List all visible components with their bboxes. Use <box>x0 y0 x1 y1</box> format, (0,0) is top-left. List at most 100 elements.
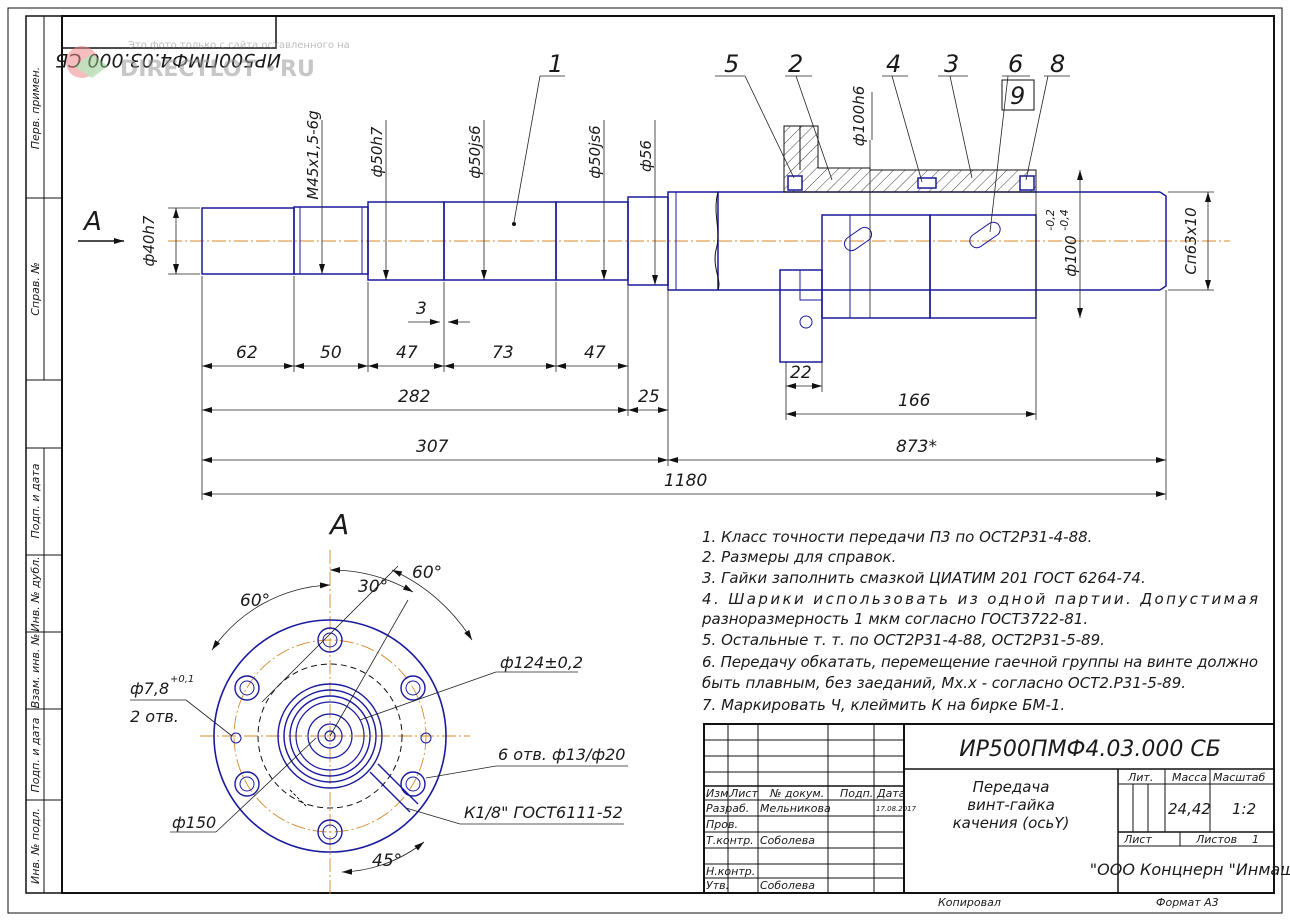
dim-22: 22 <box>790 363 812 383</box>
approve-name: Соболева <box>760 879 815 892</box>
bolt-hole <box>400 771 426 797</box>
dev-name: Мельникова <box>760 802 831 815</box>
bolt-hole <box>234 771 260 797</box>
callout-9: 9 <box>1010 82 1025 110</box>
callout-5: 5 <box>724 50 739 78</box>
role-dev: Разраб. <box>706 802 749 815</box>
mirrored-code: ИР500ПМФ4.03.000 СБ <box>55 49 281 71</box>
watermark-tld: RU <box>280 57 315 82</box>
dim-282: 282 <box>398 387 430 407</box>
note-line: 5. Остальные т. т. по ОСТ2Р31-4-88, ОСТ2… <box>702 631 1105 649</box>
hdr-sign: Подп. <box>840 787 873 800</box>
dim-d150: ф150 <box>172 813 216 832</box>
title-block: Изм. Лист № докум. Подп. Дата Разраб. Ме… <box>703 723 1290 909</box>
dim-d100-upper: -0,2 <box>1044 209 1057 230</box>
stamp-label: Инв. № дубл. <box>29 556 42 631</box>
dim-166: 166 <box>898 391 931 411</box>
dim-hole78: ф7,8 <box>130 679 169 698</box>
dim-d100: ф100 <box>1062 235 1080 276</box>
stamp-label: Перв. примен. <box>29 67 42 150</box>
keyway-slot <box>969 221 1001 249</box>
callout-1: 1 <box>548 50 563 78</box>
dim-d50js6: ф50js6 <box>466 125 484 178</box>
dim-307: 307 <box>416 437 449 457</box>
dim-47: 47 <box>396 343 418 363</box>
dim-873: 873* <box>896 437 937 457</box>
length-dims: 62 50 47 73 47 3 282 25 307 873* 1180 22 <box>201 276 1167 500</box>
note-line: 1. Класс точности передачи П3 по ОСТ2Р31… <box>702 528 1092 546</box>
note-line: 4. Шарики использовать из одной партии. … <box>702 590 1258 608</box>
role-ncontrol: Н.контр. <box>706 865 755 878</box>
nut-body-2 <box>929 214 1037 319</box>
mirrored-code-box: ИР500ПМФ4.03.000 СБ <box>55 15 281 71</box>
watermark-caption: Это фото только с сайта оставленного на <box>128 40 350 51</box>
scale-header: Масштаб <box>1213 771 1265 784</box>
side-stamp: Перв. примен. Справ. № Подп. и дата Инв.… <box>25 15 63 894</box>
dim-d100h6: ф100h6 <box>850 86 868 147</box>
note-line: разноразмерность 1 мкм согласно ГОСТ3722… <box>701 610 1088 628</box>
note-line: 2. Размеры для справок. <box>702 548 896 566</box>
shaft-view: 1 5 2 4 3 6 8 9 А <box>78 50 1230 500</box>
hdr-doc: № докум. <box>769 787 824 800</box>
note-line: 7. Маркировать Ч, клеймить К на бирке БМ… <box>702 696 1065 714</box>
stamp-label: Подп. и дата <box>29 463 42 538</box>
dim-73: 73 <box>492 343 514 363</box>
stamp-label: Справ. № <box>29 262 42 316</box>
note-line: быть плавным, без заеданий, Мх.х - согла… <box>702 674 1186 692</box>
format-label: Формат А3 <box>1156 896 1219 909</box>
designation: ИР500ПМФ4.03.000 СБ <box>959 737 1221 762</box>
dim-fitting: К1/8" ГОСТ6111-52 <box>464 803 623 822</box>
sheets-label: Листов <box>1195 833 1237 846</box>
watermark: DIRECTLOT RU Это фото только с сайта ост… <box>66 40 350 82</box>
dim-d50js6-2: ф50js6 <box>586 125 604 178</box>
dim-spline: Сп63х10 <box>1182 207 1200 274</box>
sheet-label: Лист <box>1123 833 1152 846</box>
dim-47-2: 47 <box>584 343 606 363</box>
stamp-label: Инв. № подл. <box>29 808 42 884</box>
diameter-dims: ф40h7 M45x1,5-6g ф50h7 ф50js6 ф50js6 ф56… <box>140 86 1214 318</box>
dim-d56: ф56 <box>637 140 655 172</box>
pin-hole <box>230 732 242 744</box>
bolt-hole <box>234 675 260 701</box>
nut-body <box>821 214 931 319</box>
angle-60-right: 60° <box>412 563 442 583</box>
callout-4: 4 <box>886 50 901 78</box>
technical-notes: 1. Класс точности передачи П3 по ОСТ2Р31… <box>701 528 1258 714</box>
watermark-logo-icon <box>66 46 98 78</box>
role-approve: Утв. <box>706 879 729 892</box>
callout-8: 8 <box>1050 50 1065 78</box>
dim-50: 50 <box>320 343 342 363</box>
dim-holes6: 6 отв. ф13/ф20 <box>498 745 625 764</box>
hdr-date: Дата <box>876 787 906 800</box>
callout-6: 6 <box>1008 50 1023 78</box>
section-label: А <box>328 508 349 541</box>
pin-hole <box>420 732 432 744</box>
dim-hole78-tol: +0,1 <box>170 674 194 685</box>
stamp-label: Взам. инв. № <box>29 634 42 709</box>
copied-label: Копировал <box>938 896 1001 909</box>
shaft-thread <box>293 206 369 275</box>
dim-d50h7: ф50h7 <box>368 126 386 177</box>
tcontrol-name: Соболева <box>760 834 815 847</box>
hdr-sheet: Лист <box>729 787 758 800</box>
sheets-count: 1 <box>1252 833 1259 846</box>
flange-outer <box>213 619 447 853</box>
dim-1180: 1180 <box>664 471 707 491</box>
scale-value: 1:2 <box>1232 800 1256 818</box>
dim-62: 62 <box>236 343 258 363</box>
name-line1: Передача <box>973 778 1050 796</box>
role-check: Пров. <box>706 818 738 831</box>
view-arrow: А <box>78 207 124 244</box>
name-line3: качения (осьY) <box>953 814 1070 832</box>
mass-value: 24,42 <box>1168 800 1211 818</box>
lit-header: Лит. <box>1127 771 1153 784</box>
callout-3: 3 <box>944 50 959 78</box>
watermark-brand: DIRECTLOT <box>120 57 257 82</box>
dim-3: 3 <box>416 299 427 319</box>
dim-hole78-count: 2 отв. <box>130 707 179 726</box>
mass-header: Масса <box>1172 771 1207 784</box>
dim-25: 25 <box>638 387 660 407</box>
bolt-hole <box>317 819 343 845</box>
keyway-slot <box>843 226 873 252</box>
